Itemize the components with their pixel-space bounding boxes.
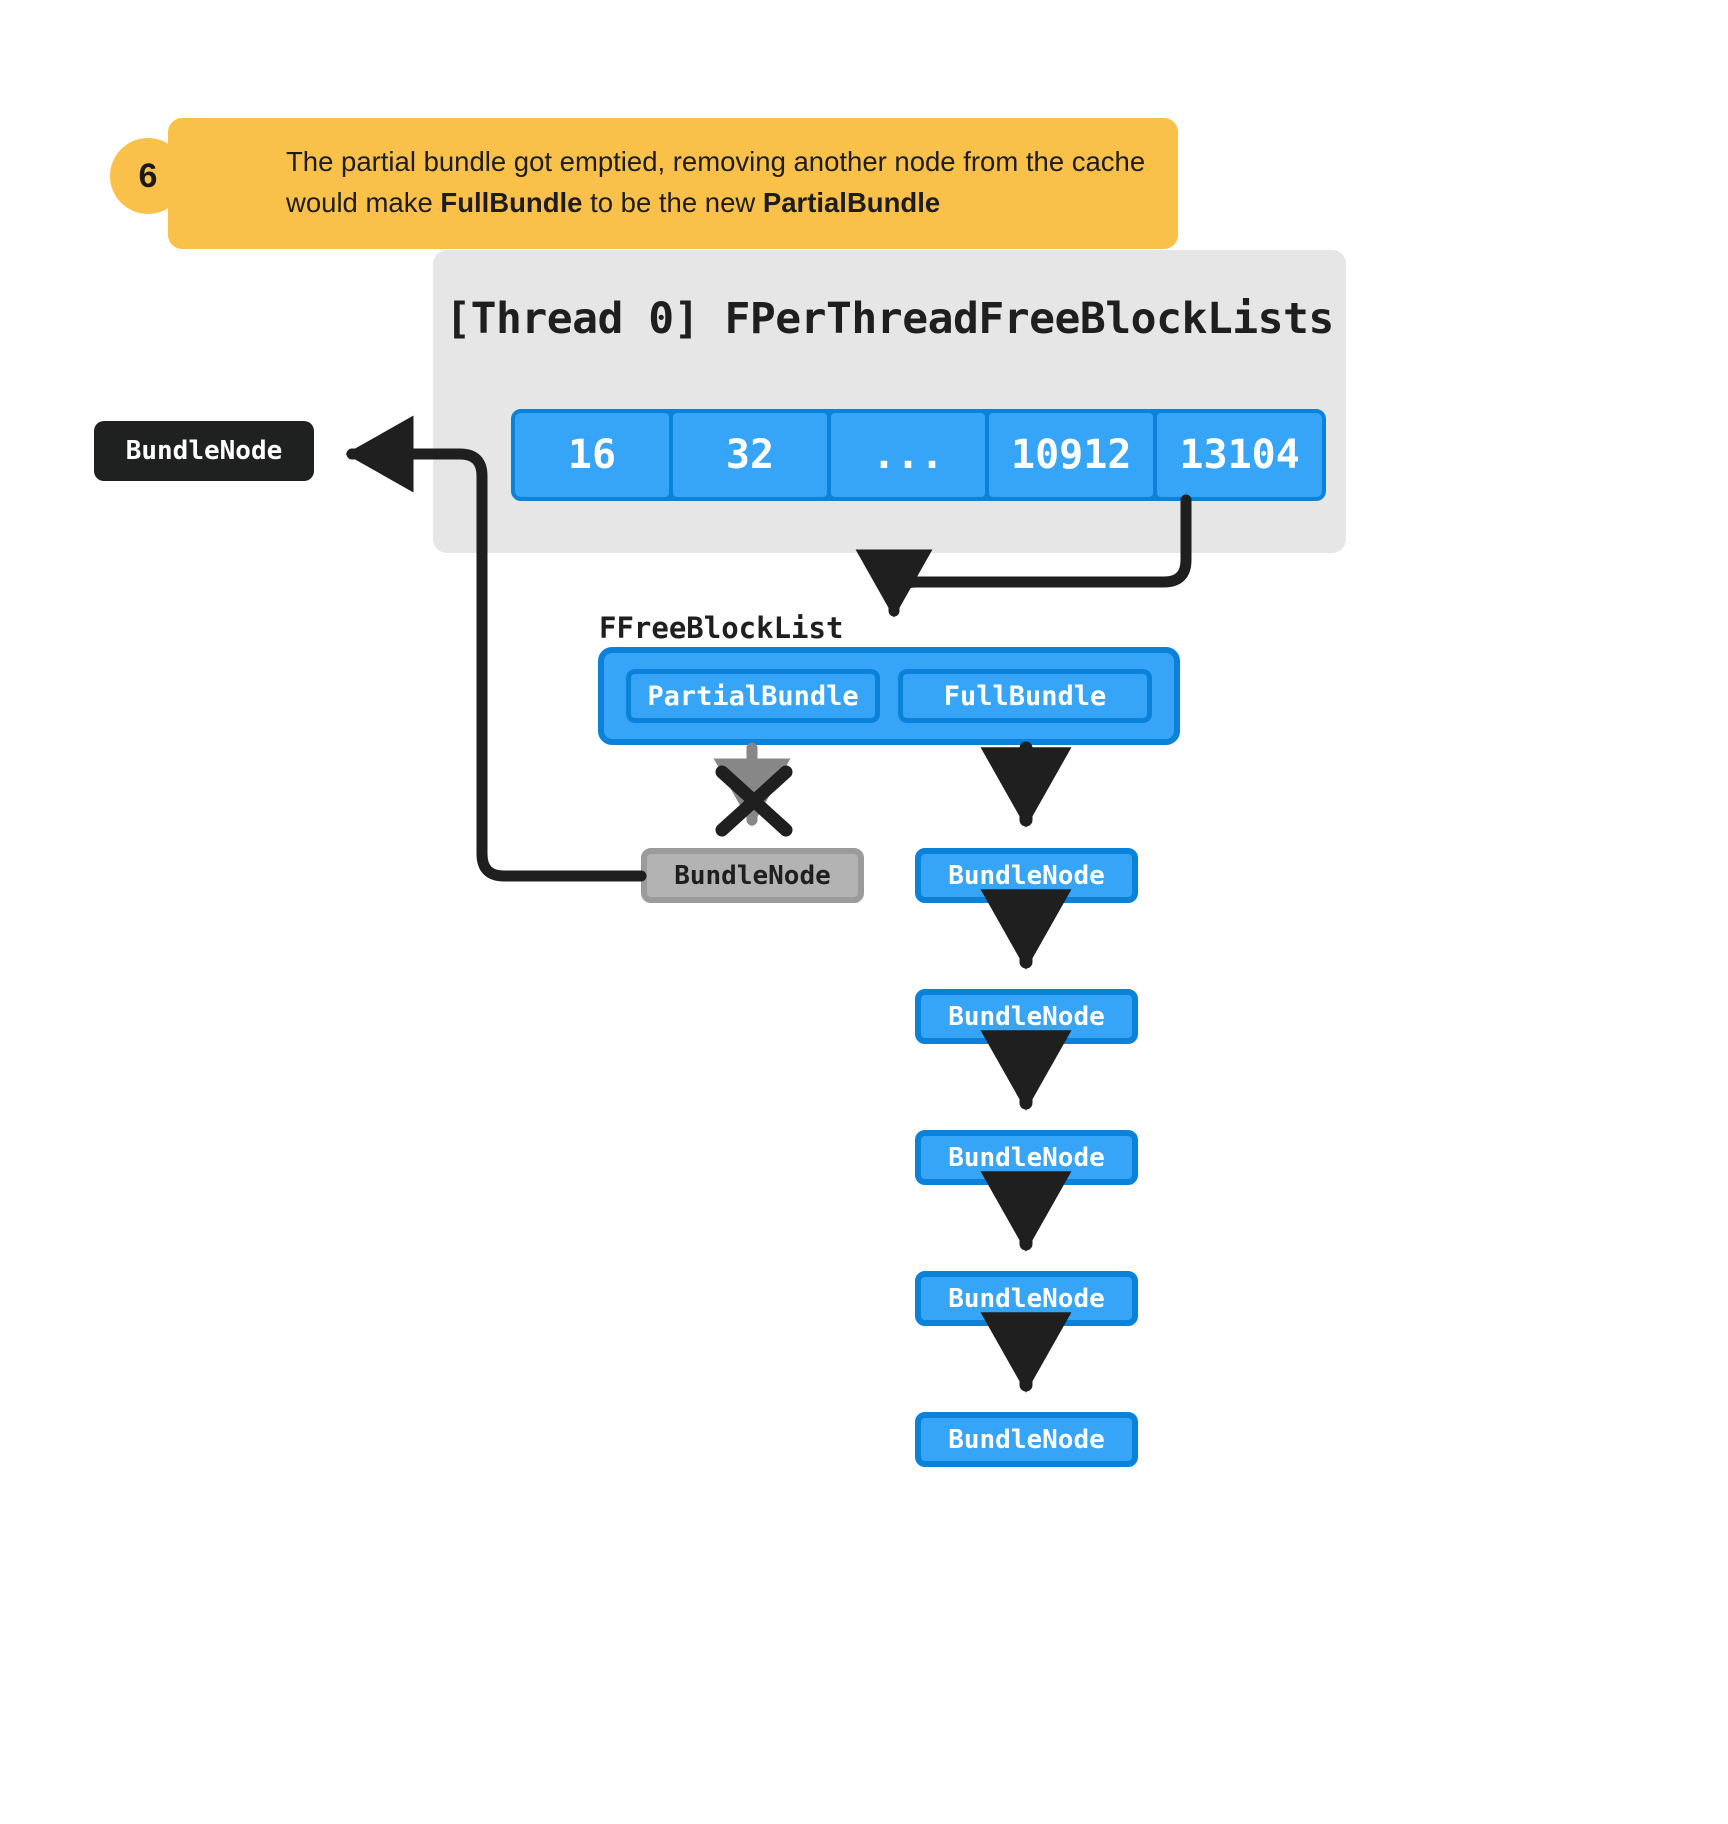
full-bundle-chain-node-3[interactable]: BundleNode	[915, 1130, 1138, 1185]
free-block-list-box: PartialBundle FullBundle	[598, 647, 1180, 745]
callout-bold-fullbundle: FullBundle	[440, 186, 583, 218]
array-cell-0[interactable]: 16	[515, 413, 669, 497]
size-class-array: 16 32 ... 10912 13104	[511, 409, 1326, 501]
full-bundle-chain-node-1[interactable]: BundleNode	[915, 848, 1138, 903]
cached-bundle-node[interactable]: BundleNode	[94, 421, 314, 481]
full-bundle-slot[interactable]: FullBundle	[898, 669, 1152, 723]
removed-bundle-node[interactable]: BundleNode	[641, 848, 864, 903]
partial-bundle-slot[interactable]: PartialBundle	[626, 669, 880, 723]
array-cell-4[interactable]: 13104	[1157, 413, 1322, 497]
full-bundle-chain-node-5[interactable]: BundleNode	[915, 1412, 1138, 1467]
full-bundle-chain-node-4[interactable]: BundleNode	[915, 1271, 1138, 1326]
callout-step-number: 6	[110, 138, 186, 214]
array-cell-1[interactable]: 32	[673, 413, 827, 497]
per-thread-free-block-lists-panel: [Thread 0] FPerThreadFreeBlockLists	[433, 250, 1346, 553]
callout-text-part2: to be the new	[582, 186, 763, 218]
callout-text: The partial bundle got emptied, removing…	[168, 118, 1178, 250]
full-bundle-chain-node-2[interactable]: BundleNode	[915, 989, 1138, 1044]
callout-text-part1: The partial bundle got emptied, removing…	[286, 146, 1146, 218]
panel-title: [Thread 0] FPerThreadFreeBlockLists	[445, 294, 1334, 344]
array-cell-2[interactable]: ...	[831, 413, 985, 497]
cross-out-icon	[715, 765, 793, 837]
free-block-list-label: FFreeBlockList	[599, 611, 844, 645]
callout-bold-partialbundle: PartialBundle	[762, 186, 941, 218]
array-cell-3[interactable]: 10912	[989, 413, 1154, 497]
